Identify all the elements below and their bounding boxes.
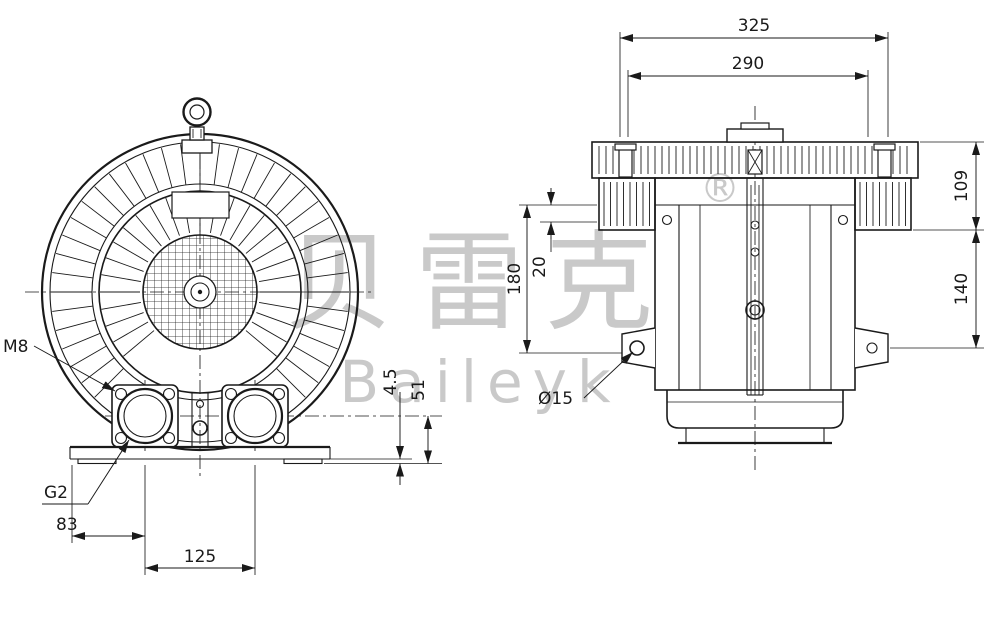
dim-290: 290 bbox=[627, 54, 869, 137]
dim-4-5: 4.5 bbox=[324, 368, 442, 485]
dim-20-label: 20 bbox=[530, 256, 550, 278]
dim-180-label: 180 bbox=[505, 263, 525, 295]
center-bolt bbox=[745, 300, 765, 320]
right-tie-bolt bbox=[877, 148, 892, 178]
top-cover-boss bbox=[726, 128, 784, 143]
dim-83-label: 83 bbox=[56, 515, 78, 535]
dim-51: 51 bbox=[409, 379, 432, 464]
m8-label: M8 bbox=[3, 337, 28, 357]
side-base bbox=[666, 390, 844, 445]
dim-g2: G2 bbox=[42, 439, 130, 505]
left-foot-pad bbox=[77, 458, 117, 465]
dim-140-label: 140 bbox=[952, 273, 972, 305]
nameplate bbox=[171, 191, 230, 219]
dim-109: 109 bbox=[913, 141, 984, 231]
phi15-hole bbox=[629, 340, 645, 356]
front-base bbox=[69, 445, 331, 465]
side-view: 325 290 109 140 180 bbox=[505, 16, 984, 470]
dim-20: 20 bbox=[530, 188, 597, 278]
g2-label: G2 bbox=[44, 483, 68, 503]
left-tie-bolt bbox=[618, 148, 633, 178]
dim-140: 140 bbox=[890, 230, 984, 349]
right-port-flange bbox=[221, 384, 289, 448]
dim-325: 325 bbox=[619, 16, 889, 137]
front-view: M8 G2 83 125 4.5 bbox=[3, 97, 442, 575]
cooling-fin-cap bbox=[591, 122, 919, 179]
dim-125-label: 125 bbox=[184, 547, 216, 567]
left-mounting-lug bbox=[621, 327, 656, 369]
dim-51-label: 51 bbox=[409, 379, 429, 401]
intake-mesh bbox=[142, 234, 258, 350]
dim-m8: M8 bbox=[3, 337, 116, 392]
dim-180: 180 bbox=[505, 204, 622, 354]
watermark-latin-text: Baileyk bbox=[339, 348, 620, 416]
dim-109-label: 109 bbox=[952, 170, 972, 202]
callout-phi15: Ø15 bbox=[538, 351, 634, 409]
lifting-eye bbox=[181, 97, 213, 154]
center-screw bbox=[747, 149, 763, 175]
left-port-flange bbox=[111, 384, 179, 448]
center-support bbox=[191, 393, 209, 447]
dim-83: 83 bbox=[56, 465, 146, 575]
watermark-cjk-text: 贝雷克 bbox=[285, 221, 675, 346]
right-mounting-lug bbox=[854, 327, 889, 369]
dim-4-5-label: 4.5 bbox=[381, 368, 401, 395]
watermark-registered-mark: ® bbox=[700, 166, 740, 212]
dim-325-label: 325 bbox=[738, 16, 770, 36]
dim-290-label: 290 bbox=[732, 54, 764, 74]
phi15-label: Ø15 bbox=[538, 389, 573, 409]
dim-125: 125 bbox=[145, 465, 256, 575]
right-foot-pad bbox=[283, 458, 323, 465]
